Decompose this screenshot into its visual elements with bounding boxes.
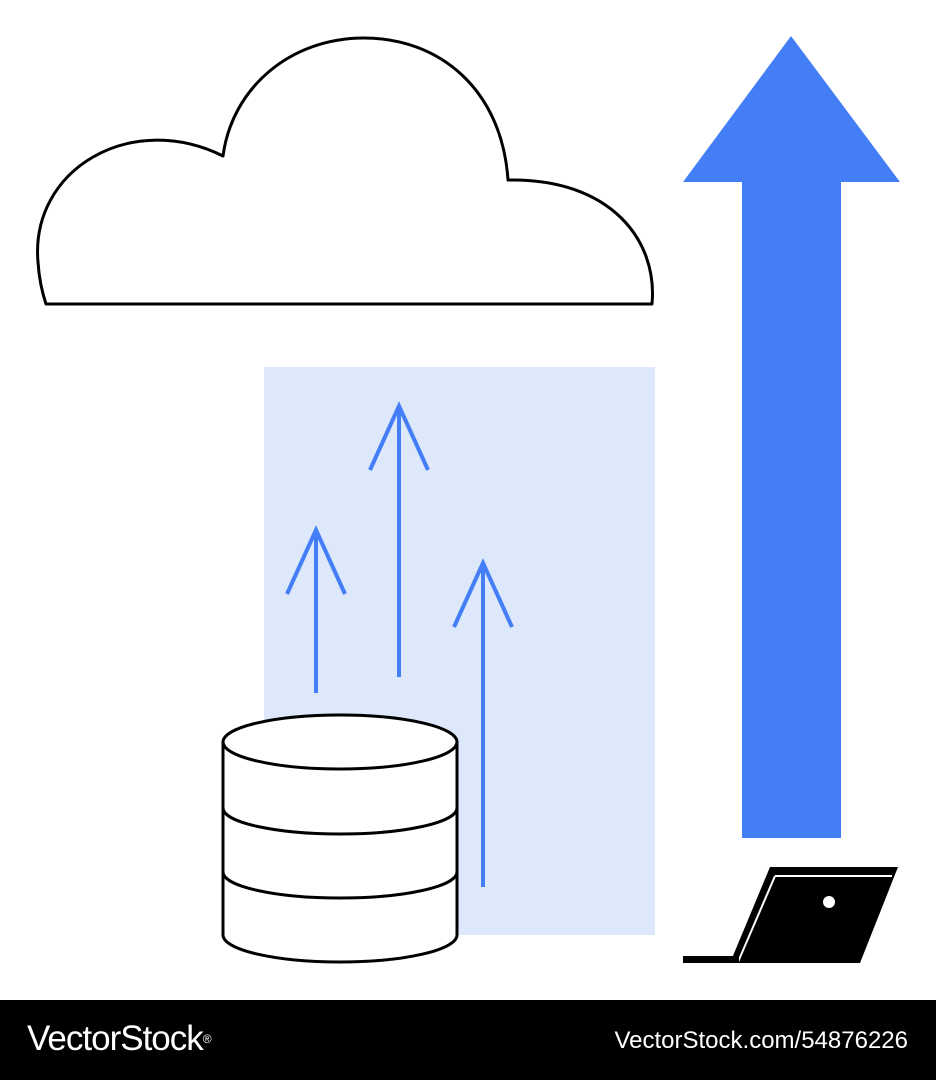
cloud-upload-illustration <box>36 36 900 964</box>
small-arrow-icon <box>285 525 347 693</box>
small-arrow-icon <box>368 401 430 677</box>
watermark-bar: VectorStock® VectorStock.com/54876226 <box>0 1000 936 1080</box>
watermark-brand-mark: ® <box>202 1032 212 1046</box>
laptop-camera <box>823 896 835 908</box>
laptop-icon <box>683 867 898 963</box>
watermark-image-id: VectorStock.com/54876226 <box>614 1027 908 1054</box>
small-arrows <box>285 401 514 887</box>
upload-arrow-icon <box>683 36 900 838</box>
small-arrow-icon <box>452 558 514 887</box>
database-icon <box>221 713 459 964</box>
watermark-brand: VectorStock® <box>27 1019 212 1058</box>
cloud-icon <box>36 36 654 306</box>
